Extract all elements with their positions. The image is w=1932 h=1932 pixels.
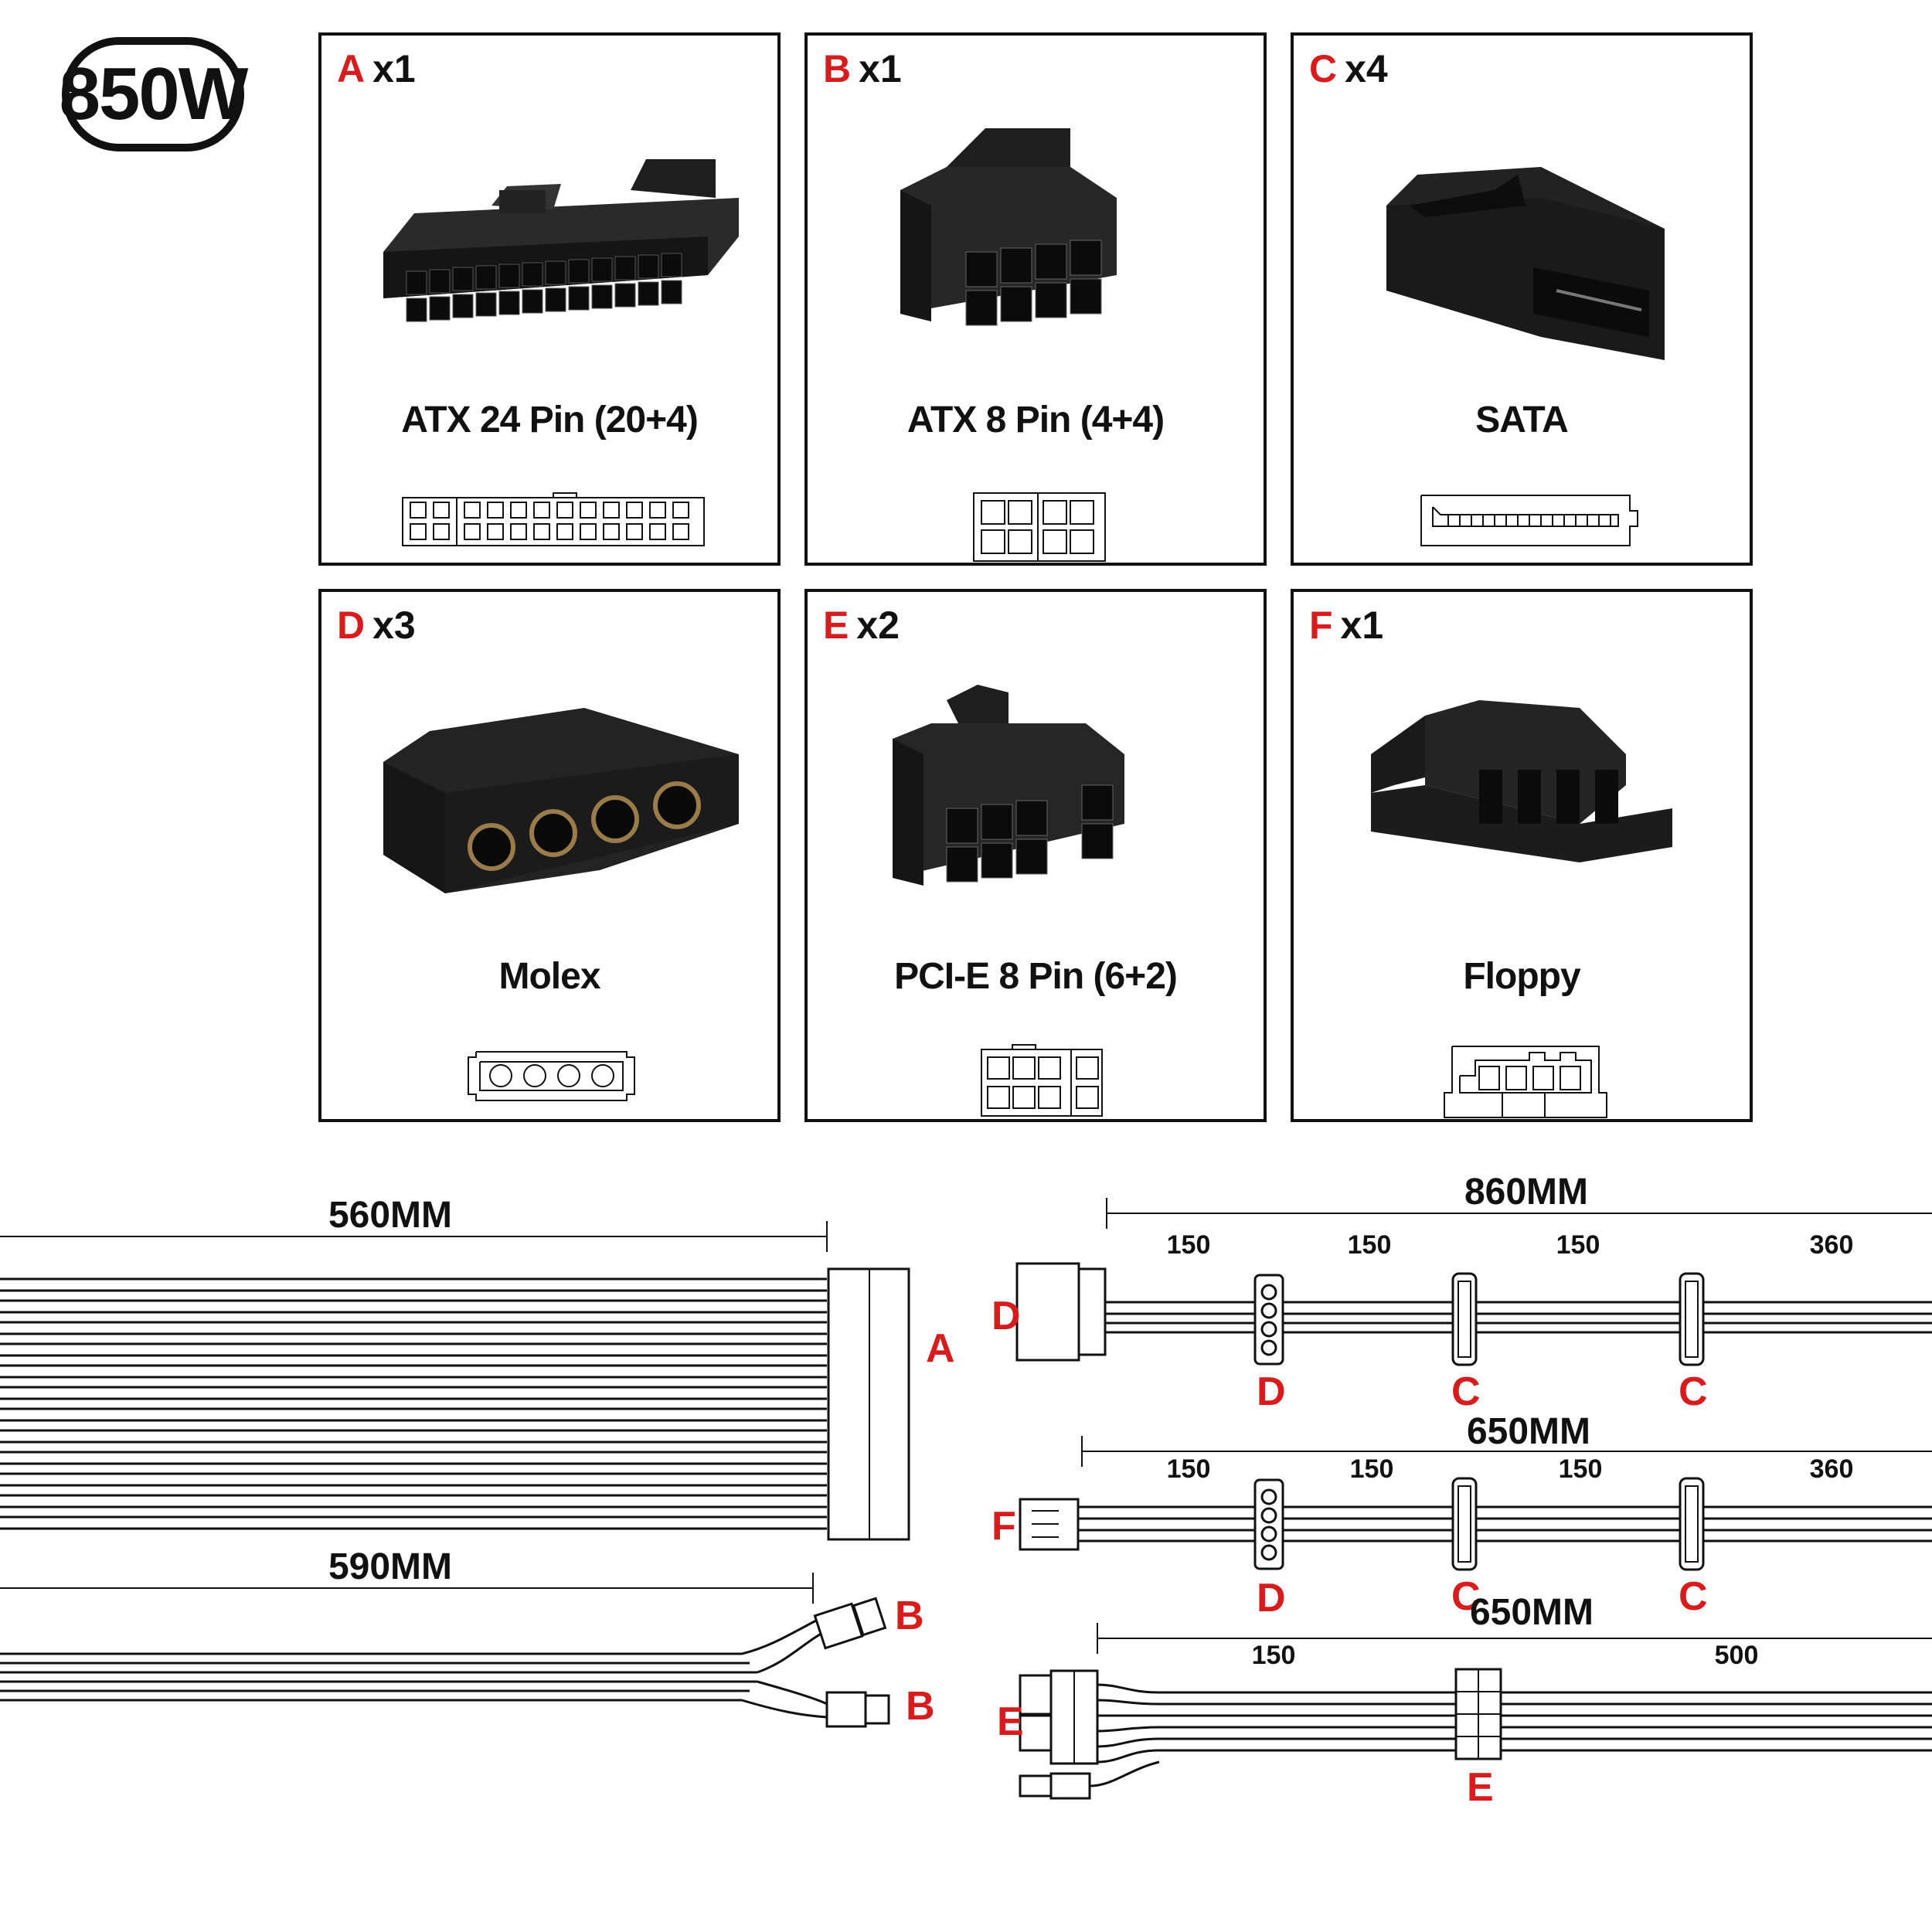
connector-card-atx24: A x1 ATX 24 Pin (20+4) (318, 32, 781, 566)
card-header: E x2 (823, 603, 900, 648)
atx24-cable: 560MM A (0, 1195, 955, 1541)
floppy-sata-cable: 650MM 150 150 150 360 F D C C (992, 1411, 1932, 1621)
connector-name: PCI-E 8 Pin (6+2) (894, 956, 1178, 997)
cable-connector-tag: C (1679, 1574, 1708, 1619)
segment-length-label: 500 (1715, 1641, 1759, 1670)
segment-length-label: 150 (1252, 1641, 1296, 1670)
connector-card-pcie: E x2 PCI-E 8 Pin (6+2) (804, 589, 1267, 1122)
wattage-badge: 850W (60, 37, 248, 151)
segment-length-label: 150 (1350, 1454, 1394, 1484)
segment-length-label: 150 (1348, 1230, 1392, 1260)
connector-card-sata: C x4 SATA (1291, 32, 1753, 566)
connector-letter: F (1309, 604, 1333, 647)
cable-length-label: 650MM (1470, 1592, 1594, 1633)
connector-letter: E (823, 604, 849, 647)
floppy-connector-photo (1371, 700, 1672, 862)
cable-connector-tag: B (895, 1594, 924, 1638)
connector-card-floppy: F x1 Floppy (1291, 589, 1753, 1122)
cable-connector-tag: D (1257, 1369, 1286, 1414)
pcie-pinout-diagram (981, 1044, 1103, 1117)
cable-connector-tag: D (992, 1294, 1021, 1338)
cable-connector-tag: A (926, 1326, 955, 1371)
connector-qty: x1 (1340, 604, 1384, 647)
segment-length-label: 360 (1810, 1230, 1854, 1260)
connector-letter: D (337, 604, 366, 647)
cpu8-cable: 590MM B B (0, 1546, 935, 1729)
cable-length-label: 650MM (1467, 1411, 1590, 1452)
pcie-cable: 650MM 150 500 E E (997, 1592, 1932, 1810)
sata-pinout-diagram (1420, 495, 1638, 546)
atx8-connector-photo (900, 128, 1117, 326)
atx24-connector-photo (383, 159, 739, 322)
atx8-pinout-diagram (973, 492, 1106, 562)
cable-connector-tag: E (1467, 1765, 1494, 1810)
pcie-connector-photo (893, 685, 1124, 886)
floppy-pinout-diagram (1444, 1046, 1607, 1118)
cable-connector-tag: B (906, 1684, 935, 1729)
cable-length-label: 560MM (328, 1195, 452, 1236)
connector-letter: B (823, 47, 852, 90)
connector-name: ATX 8 Pin (4+4) (906, 400, 1165, 440)
connector-qty: x1 (372, 47, 416, 90)
connector-card-atx8: B x1 ATX 8 Pin (4+4) (804, 32, 1267, 566)
card-header: B x1 (823, 46, 902, 91)
atx24-pinout-diagram (402, 492, 705, 546)
sata-connector-photo (1386, 167, 1665, 360)
cable-connector-tag: D (1257, 1576, 1286, 1621)
cable-connector-tag: C (1451, 1574, 1481, 1619)
connector-qty: x3 (372, 604, 416, 647)
connector-letter: A (337, 47, 366, 90)
connector-name: Molex (498, 956, 600, 997)
cable-length-label: 860MM (1464, 1172, 1588, 1213)
cable-connector-tag: C (1451, 1369, 1481, 1414)
cable-connector-tag: E (997, 1699, 1024, 1744)
connector-letter: C (1309, 47, 1338, 90)
segment-length-label: 150 (1559, 1454, 1603, 1484)
segment-length-label: 150 (1556, 1230, 1600, 1260)
molex-pinout-diagram (468, 1051, 635, 1101)
connector-name: Floppy (1463, 956, 1580, 997)
molex-sata-cable: 860MM 150 150 150 360 D D C C (992, 1172, 1932, 1414)
card-header: F x1 (1309, 603, 1383, 648)
connector-card-molex: D x3 Molex (318, 589, 781, 1122)
card-header: A x1 (337, 46, 416, 91)
connector-name: ATX 24 Pin (20+4) (401, 400, 699, 440)
connector-name: SATA (1475, 400, 1569, 440)
connector-qty: x1 (859, 47, 902, 90)
connector-qty: x4 (1345, 47, 1388, 90)
molex-connector-photo (383, 708, 739, 893)
cable-connector-tag: F (992, 1504, 1016, 1549)
cable-length-diagram: 560MM A 590MM (0, 1172, 1932, 1810)
card-header: C x4 (1309, 46, 1388, 91)
segment-length-label: 150 (1167, 1454, 1211, 1484)
segment-length-label: 360 (1810, 1454, 1854, 1484)
segment-length-label: 150 (1167, 1230, 1211, 1260)
cable-length-label: 590MM (328, 1546, 452, 1587)
card-header: D x3 (337, 603, 416, 648)
cable-connector-tag: C (1679, 1369, 1708, 1414)
connector-qty: x2 (856, 604, 900, 647)
